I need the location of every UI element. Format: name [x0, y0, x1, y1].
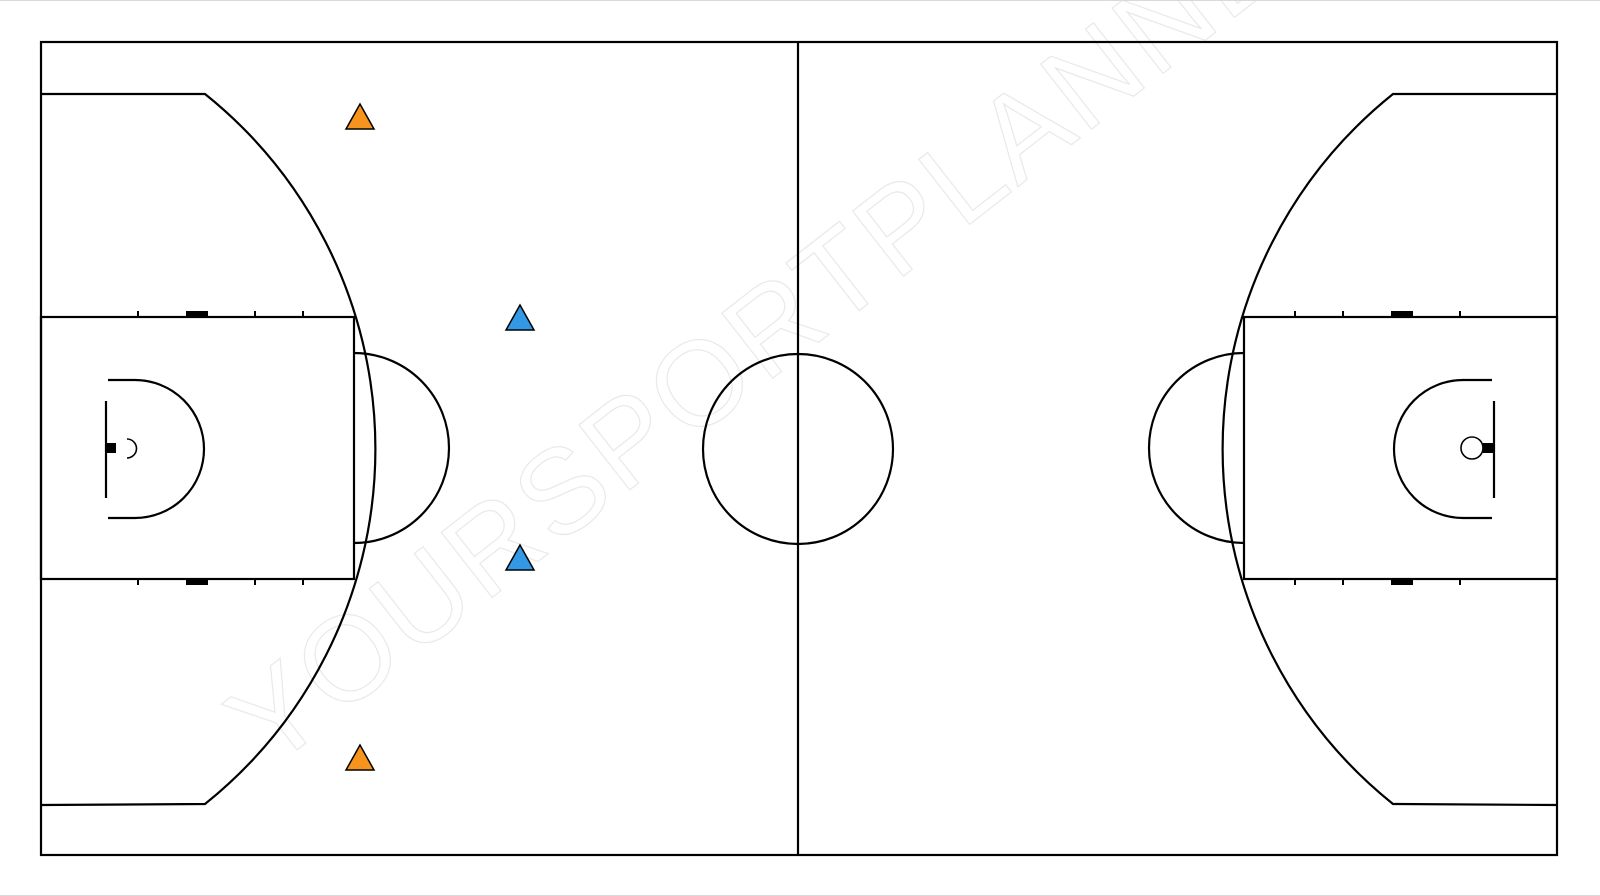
right-half-court — [1147, 92, 1559, 807]
left-restricted-area — [108, 378, 206, 520]
left-free-throw-arc — [353, 351, 451, 545]
player-markers — [344, 102, 536, 771]
blue-cone-lower[interactable] — [504, 543, 536, 571]
left-rim — [126, 438, 138, 459]
blue-cone-upper[interactable] — [504, 303, 536, 331]
right-rim — [1460, 436, 1484, 460]
right-restricted-area — [1392, 378, 1492, 520]
right-three-point-line — [1221, 92, 1558, 807]
left-key — [39, 315, 356, 581]
orange-cone-bottom[interactable] — [344, 743, 376, 771]
orange-cone-top[interactable] — [344, 102, 376, 130]
left-half-court — [39, 92, 451, 807]
right-free-throw-arc — [1147, 351, 1245, 545]
center-circle — [701, 352, 895, 546]
left-three-point-line — [40, 92, 377, 807]
right-key — [1242, 315, 1559, 581]
watermark-text: YOURSPORTPLANNER — [204, 1, 1381, 791]
